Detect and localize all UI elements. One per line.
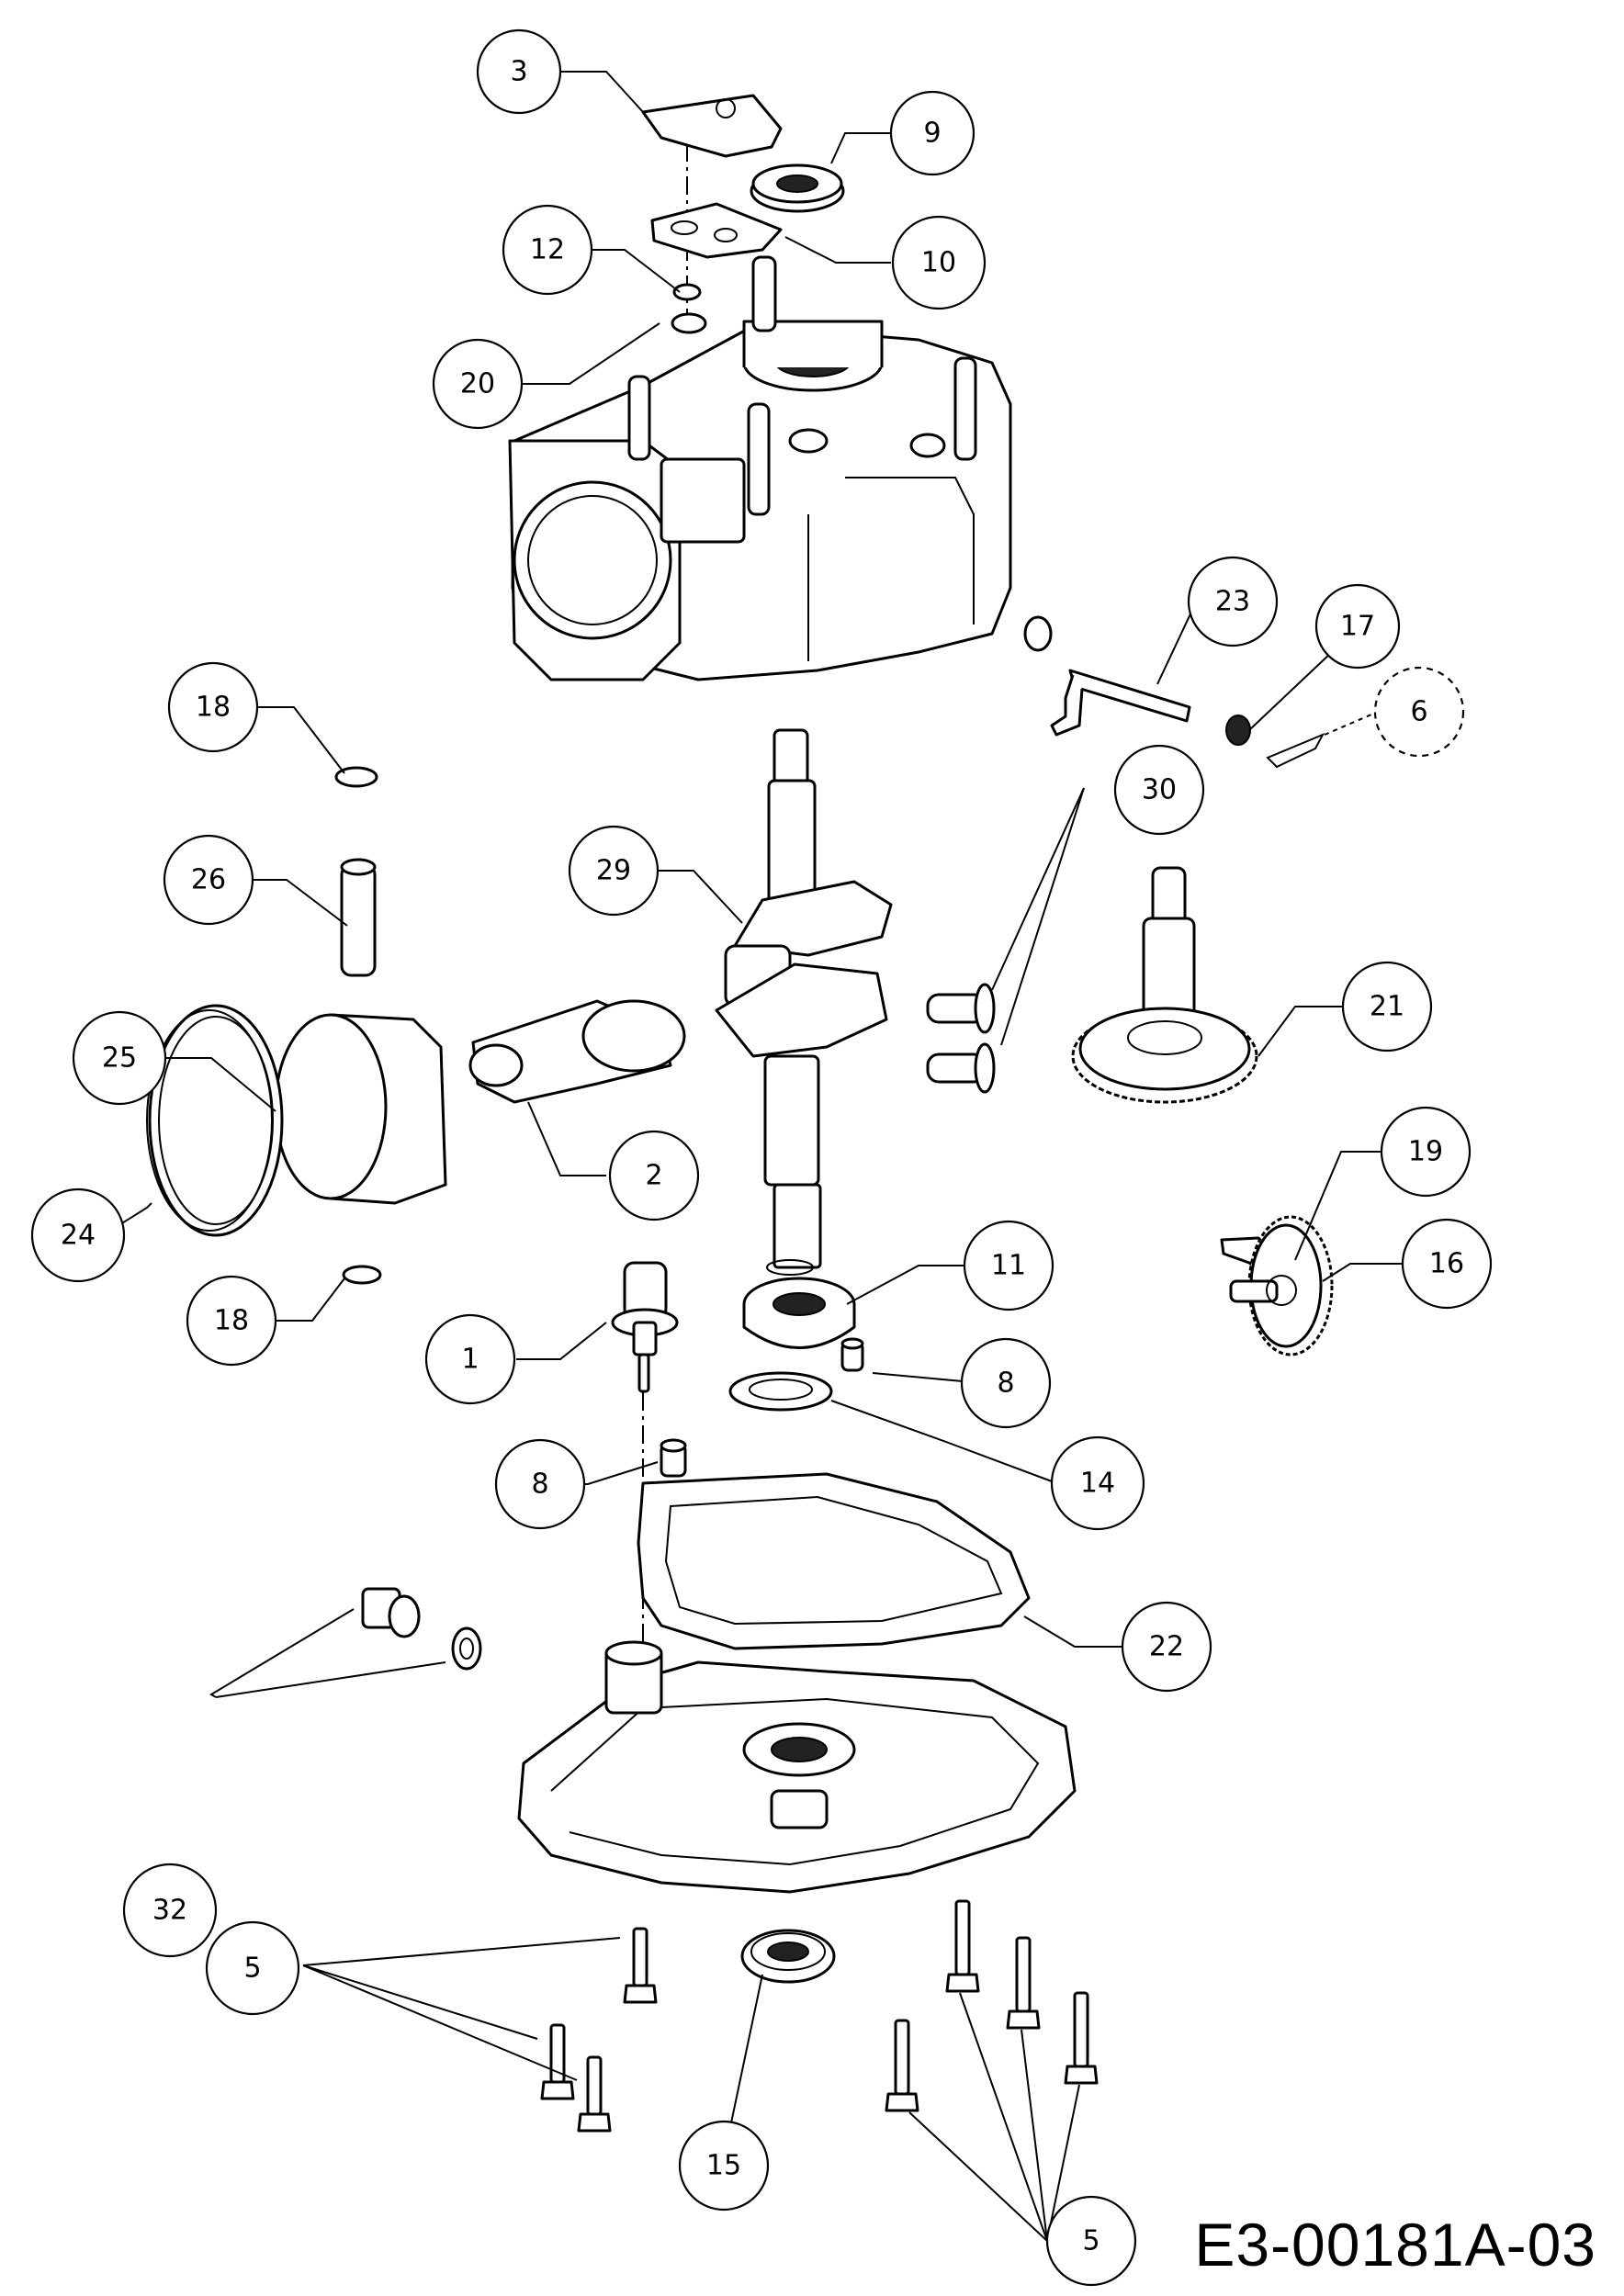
- callout-9: 9: [889, 90, 976, 176]
- callout-14: 14: [1050, 1435, 1145, 1531]
- part-11-crank-gear: [742, 1277, 856, 1349]
- callout-14-label: 14: [1080, 1468, 1115, 1500]
- callout-20-label: 20: [460, 368, 495, 400]
- callout-29-label: 29: [596, 855, 631, 887]
- callout-18-lower-label: 18: [214, 1305, 249, 1337]
- callout-19: 19: [1380, 1106, 1472, 1198]
- callout-6-label: 6: [1410, 696, 1427, 728]
- callout-18-lower: 18: [186, 1275, 277, 1367]
- callout-25: 25: [72, 1010, 167, 1106]
- part-25-piston: [274, 1013, 447, 1205]
- part-8-dowel-left: [660, 1438, 687, 1478]
- part-12-ring: [672, 283, 702, 301]
- callout-26: 26: [163, 834, 254, 926]
- leader-lines: [109, 71, 1405, 2242]
- callout-21-label: 21: [1370, 991, 1404, 1023]
- part-5-bolts-left: [540, 1927, 658, 2133]
- callout-22-label: 22: [1149, 1631, 1184, 1663]
- part-21-camshaft-gear: [1071, 866, 1258, 1104]
- callout-8-left: 8: [494, 1438, 586, 1530]
- callout-2: 2: [608, 1130, 700, 1221]
- part-32-drain-plug-washer: [361, 1587, 482, 1671]
- callout-17: 17: [1314, 583, 1401, 670]
- part-17-seal: [1225, 715, 1251, 746]
- callout-16: 16: [1401, 1218, 1493, 1310]
- callout-5-left-label: 5: [243, 1953, 261, 1985]
- callout-17-label: 17: [1340, 611, 1375, 643]
- callout-10-label: 10: [921, 247, 956, 279]
- callout-6: 6: [1373, 666, 1465, 758]
- callout-1: 1: [424, 1313, 516, 1405]
- part-15-oil-seal: [740, 1929, 836, 1984]
- part-18-ring-upper: [334, 766, 378, 788]
- callout-22: 22: [1121, 1601, 1212, 1693]
- callout-8-right-label: 8: [997, 1367, 1014, 1400]
- callout-26-label: 26: [191, 864, 226, 896]
- callout-18-upper: 18: [167, 661, 259, 753]
- callout-3: 3: [476, 28, 562, 115]
- callout-18-upper-label: 18: [196, 692, 231, 724]
- part-9-oil-seal: [750, 163, 845, 213]
- part-8-dowel-right: [840, 1337, 864, 1372]
- crankcase-cover-sump: [517, 1640, 1077, 1894]
- part-2-connecting-rod: [468, 999, 686, 1104]
- callout-32-label: 32: [152, 1895, 187, 1927]
- callout-25-label: 25: [102, 1042, 137, 1075]
- callout-24-label: 24: [61, 1220, 96, 1252]
- callout-23-label: 23: [1215, 586, 1250, 618]
- part-1-oil-cap-dipstick: [611, 1261, 679, 1393]
- callout-23: 23: [1187, 556, 1279, 647]
- callout-9-label: 9: [923, 118, 941, 150]
- part-18-ring-lower: [342, 1265, 382, 1285]
- callout-5-right-label: 5: [1082, 2225, 1100, 2257]
- callout-11-label: 11: [991, 1250, 1026, 1282]
- callout-24: 24: [30, 1187, 126, 1283]
- callout-8-left-label: 8: [531, 1469, 548, 1501]
- callout-29: 29: [568, 825, 660, 917]
- callout-21: 21: [1341, 961, 1433, 1052]
- callout-20: 20: [432, 338, 524, 430]
- callout-12-label: 12: [530, 234, 565, 266]
- part-22-gasket: [637, 1472, 1031, 1650]
- part-6-clip: [1266, 711, 1379, 769]
- callout-16-label: 16: [1429, 1248, 1464, 1280]
- part-20-washer: [671, 312, 707, 334]
- callout-15: 15: [678, 2120, 770, 2212]
- part-30-pins: [926, 983, 996, 1094]
- callout-5-left: 5: [205, 1920, 300, 2016]
- part-5-bolts-right: [885, 1899, 1099, 2112]
- part-3-cover-plate: [641, 94, 783, 158]
- part-23-lever: [1050, 669, 1191, 737]
- callout-8-right: 8: [960, 1337, 1052, 1429]
- callout-30-label: 30: [1142, 774, 1177, 806]
- callout-10: 10: [891, 215, 987, 310]
- callout-3-label: 3: [510, 56, 527, 88]
- crankcase-block: [508, 255, 1053, 681]
- callout-11: 11: [963, 1220, 1054, 1311]
- part-24-piston-rings: [146, 1004, 284, 1237]
- callout-19-label: 19: [1408, 1136, 1443, 1168]
- part-10-gasket: [650, 202, 783, 259]
- drawing-code: E3-00181A-03: [1194, 2211, 1596, 2279]
- part-29-crankshaft: [715, 728, 893, 1276]
- part-14-washer: [728, 1371, 833, 1412]
- callout-30: 30: [1113, 744, 1205, 836]
- callout-5-right: 5: [1045, 2195, 1137, 2287]
- part-26-piston-pin: [340, 858, 377, 977]
- callout-15-label: 15: [706, 2150, 741, 2182]
- callout-1-label: 1: [461, 1344, 479, 1376]
- callout-32: 32: [122, 1863, 218, 1958]
- part-16-governor-gear: [1229, 1215, 1334, 1356]
- callout-12: 12: [502, 204, 593, 296]
- callout-2-label: 2: [645, 1160, 662, 1192]
